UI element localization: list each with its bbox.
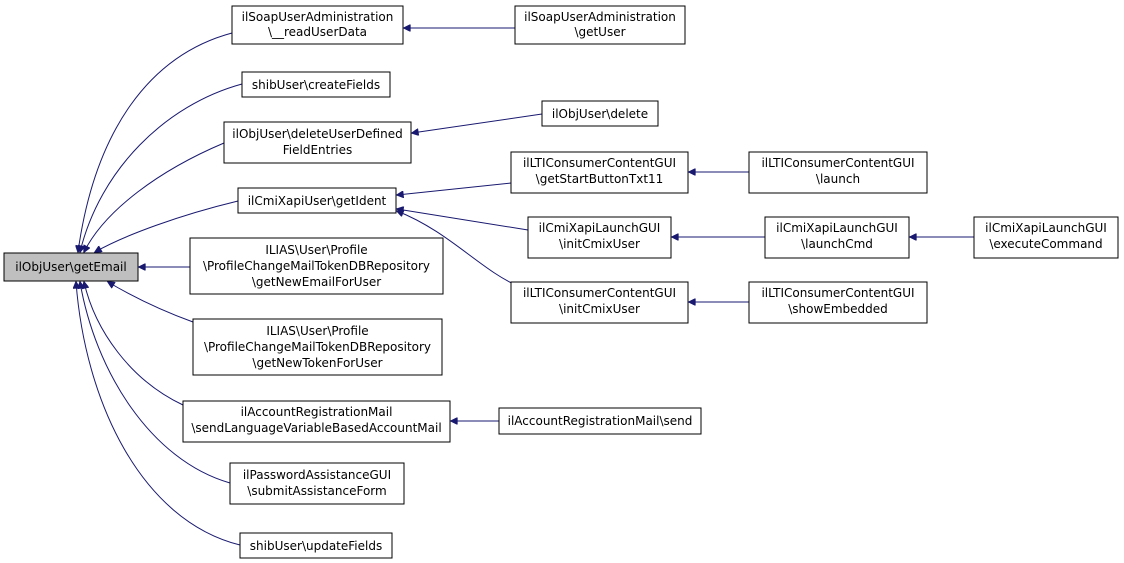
node-label: \initCmixUser	[559, 302, 640, 316]
node-label: ilObjUser\delete	[552, 107, 648, 121]
node-getemail[interactable]: ilObjUser\getEmail	[3, 252, 139, 282]
node-cmilaunch-executecommand[interactable]: ilCmiXapiLaunchGUI \executeCommand	[973, 216, 1119, 259]
node-label: \getStartButtonTxt11	[536, 172, 664, 186]
node-label: ilObjUser\deleteUserDefined	[232, 127, 402, 141]
node-label: \getNewTokenForUser	[252, 356, 382, 370]
nodes: ilObjUser\getEmail ilSoapUserAdministrat…	[3, 5, 1119, 559]
node-label: \__readUserData	[268, 25, 367, 39]
node-soap-getuser[interactable]: ilSoapUserAdministration \getUser	[514, 5, 686, 45]
node-label: ilCmiXapiUser\getIdent	[248, 194, 387, 208]
edge-getnewtoken-to-getemail	[108, 282, 194, 323]
node-objuser-delete[interactable]: ilObjUser\delete	[541, 100, 659, 127]
node-label: ilSoapUserAdministration	[242, 10, 394, 24]
node-getident[interactable]: ilCmiXapiUser\getIdent	[237, 187, 397, 214]
node-label: ilLTIConsumerContentGUI	[523, 286, 676, 300]
edge-readuserdata-to-getemail	[78, 32, 233, 252]
node-label: \submitAssistanceForm	[247, 484, 386, 498]
node-accountreg-send[interactable]: ilAccountRegistrationMail\send	[498, 407, 702, 435]
node-label: \launchCmd	[801, 237, 873, 251]
node-label: ilLTIConsumerContentGUI	[761, 286, 914, 300]
node-label: \getUser	[574, 25, 625, 39]
node-getnewemailforuser[interactable]: ILIAS\User\Profile \ProfileChangeMailTok…	[189, 237, 444, 295]
node-label: ilPasswordAssistanceGUI	[243, 468, 391, 482]
edge-sendlang-to-getemail	[84, 282, 184, 406]
edge-updatefields-to-getemail	[76, 282, 241, 546]
node-label: ilAccountRegistrationMail	[241, 405, 393, 419]
node-label: ILIAS\User\Profile	[266, 324, 368, 338]
node-shib-updatefields[interactable]: shibUser\updateFields	[239, 532, 393, 559]
node-lti-initcmixuser[interactable]: ilLTIConsumerContentGUI \initCmixUser	[510, 281, 689, 324]
node-label: \showEmbedded	[788, 302, 888, 316]
node-accountreg-sendlang[interactable]: ilAccountRegistrationMail \sendLanguageV…	[182, 400, 451, 443]
node-shib-createfields[interactable]: shibUser\createFields	[241, 71, 391, 98]
node-label: ILIAS\User\Profile	[265, 243, 367, 257]
node-label: ilAccountRegistrationMail\send	[508, 414, 693, 428]
node-deleteuserdefined[interactable]: ilObjUser\deleteUserDefined FieldEntries	[223, 121, 412, 164]
edge-deleteuserdefined-to-getemail	[84, 142, 225, 252]
node-getnewtokenforuser[interactable]: ILIAS\User\Profile \ProfileChangeMailTok…	[192, 318, 443, 376]
edge-getident-to-getemail	[95, 200, 239, 252]
edge-getstartbutton-to-getident	[397, 182, 512, 195]
node-passwordassistance[interactable]: ilPasswordAssistanceGUI \submitAssistanc…	[229, 462, 405, 505]
node-label: FieldEntries	[283, 143, 353, 157]
node-label: \sendLanguageVariableBasedAccountMail	[191, 421, 441, 435]
edge-cmilaunchinit-to-getident	[397, 209, 529, 231]
node-label: \ProfileChangeMailTokenDBRepository	[203, 259, 430, 273]
node-lti-getstartbutton[interactable]: ilLTIConsumerContentGUI \getStartButtonT…	[510, 151, 689, 194]
node-label: ilCmiXapiLaunchGUI	[985, 221, 1107, 235]
node-label: \executeCommand	[989, 237, 1102, 251]
edge-delete-to-deleteuserdefined	[412, 113, 543, 133]
node-label: \getNewEmailForUser	[252, 275, 381, 289]
edge-ltiinit-to-getident	[397, 211, 521, 288]
node-label: ilLTIConsumerContentGUI	[761, 156, 914, 170]
node-soap-readuserdata[interactable]: ilSoapUserAdministration \__readUserData	[231, 5, 404, 45]
node-label: ilCmiXapiLaunchGUI	[539, 221, 661, 235]
node-cmilaunch-initcmixuser[interactable]: ilCmiXapiLaunchGUI \initCmixUser	[527, 216, 672, 259]
node-label: ilCmiXapiLaunchGUI	[776, 221, 898, 235]
node-label: \launch	[816, 172, 860, 186]
node-label: \initCmixUser	[559, 237, 640, 251]
node-label: shibUser\updateFields	[250, 539, 382, 553]
node-label: ilSoapUserAdministration	[524, 10, 676, 24]
node-cmilaunch-launchcmd[interactable]: ilCmiXapiLaunchGUI \launchCmd	[764, 216, 910, 259]
node-label: shibUser\createFields	[252, 78, 380, 92]
node-label: \ProfileChangeMailTokenDBRepository	[204, 340, 431, 354]
node-lti-showembedded[interactable]: ilLTIConsumerContentGUI \showEmbedded	[748, 281, 928, 324]
node-lti-launch[interactable]: ilLTIConsumerContentGUI \launch	[748, 151, 928, 194]
edge-createfields-to-getemail	[80, 83, 243, 252]
node-label: ilLTIConsumerContentGUI	[523, 156, 676, 170]
node-label: ilObjUser\getEmail	[15, 260, 126, 274]
edges	[76, 28, 974, 546]
edge-passwordassistance-to-getemail	[80, 282, 231, 484]
